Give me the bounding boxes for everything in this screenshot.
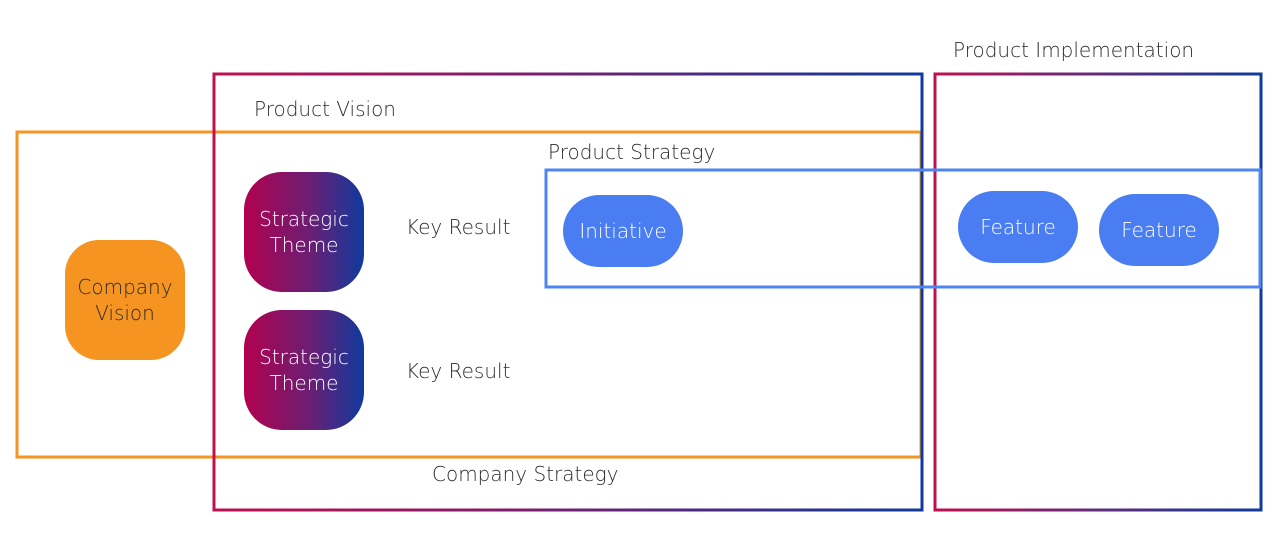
feature-node: Feature [958,191,1078,263]
company-vision-line: Company [77,275,173,299]
strategic-theme-line: Theme [269,233,339,257]
company-strategy-label: Company Strategy [432,462,619,486]
product-implementation-frame [933,72,1263,512]
product-strategy-label: Product Strategy [548,140,716,164]
initiative-node: Initiative [563,195,683,267]
feature-label: Feature [980,215,1056,239]
feature-node: Feature [1099,194,1219,266]
strategic-theme-node: Strategic Theme [244,172,364,292]
strategic-theme-line: Strategic [259,345,349,369]
initiative-label: Initiative [579,219,667,243]
company-vision-line: Vision [95,301,155,325]
strategic-theme-node: Strategic Theme [244,310,364,430]
strategic-theme-line: Strategic [259,207,349,231]
key-result-label: Key Result [406,215,511,239]
feature-label: Feature [1121,218,1197,242]
product-vision-label: Product Vision [254,97,396,121]
strategic-theme-line: Theme [269,371,339,395]
key-result-label: Key Result [406,359,511,383]
company-vision-node: Company Vision [65,240,185,360]
product-vision-frame [212,72,924,512]
product-strategy-frame [544,168,1262,289]
product-implementation-label: Product Implementation [953,38,1195,62]
